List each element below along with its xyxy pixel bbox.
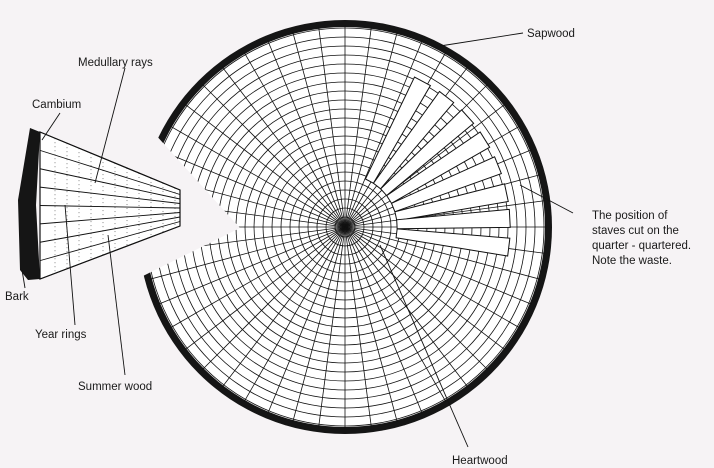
label-sapwood: Sapwood xyxy=(527,28,575,40)
label-staves-line4: Note the waste. xyxy=(592,255,672,267)
label-year-rings: Year rings xyxy=(35,329,87,341)
label-medullary-rays: Medullary rays xyxy=(78,57,153,69)
label-heartwood: Heartwood xyxy=(452,455,508,467)
label-bark: Bark xyxy=(5,291,29,303)
label-staves-line1: The position of xyxy=(592,210,668,222)
label-staves-line3: quarter - quartered. xyxy=(592,240,691,252)
label-summer-wood: Summer wood xyxy=(78,381,152,393)
leader-sapwood xyxy=(440,33,523,46)
label-cambium: Cambium xyxy=(32,99,81,111)
label-staves-line2: staves cut on the xyxy=(592,225,679,237)
